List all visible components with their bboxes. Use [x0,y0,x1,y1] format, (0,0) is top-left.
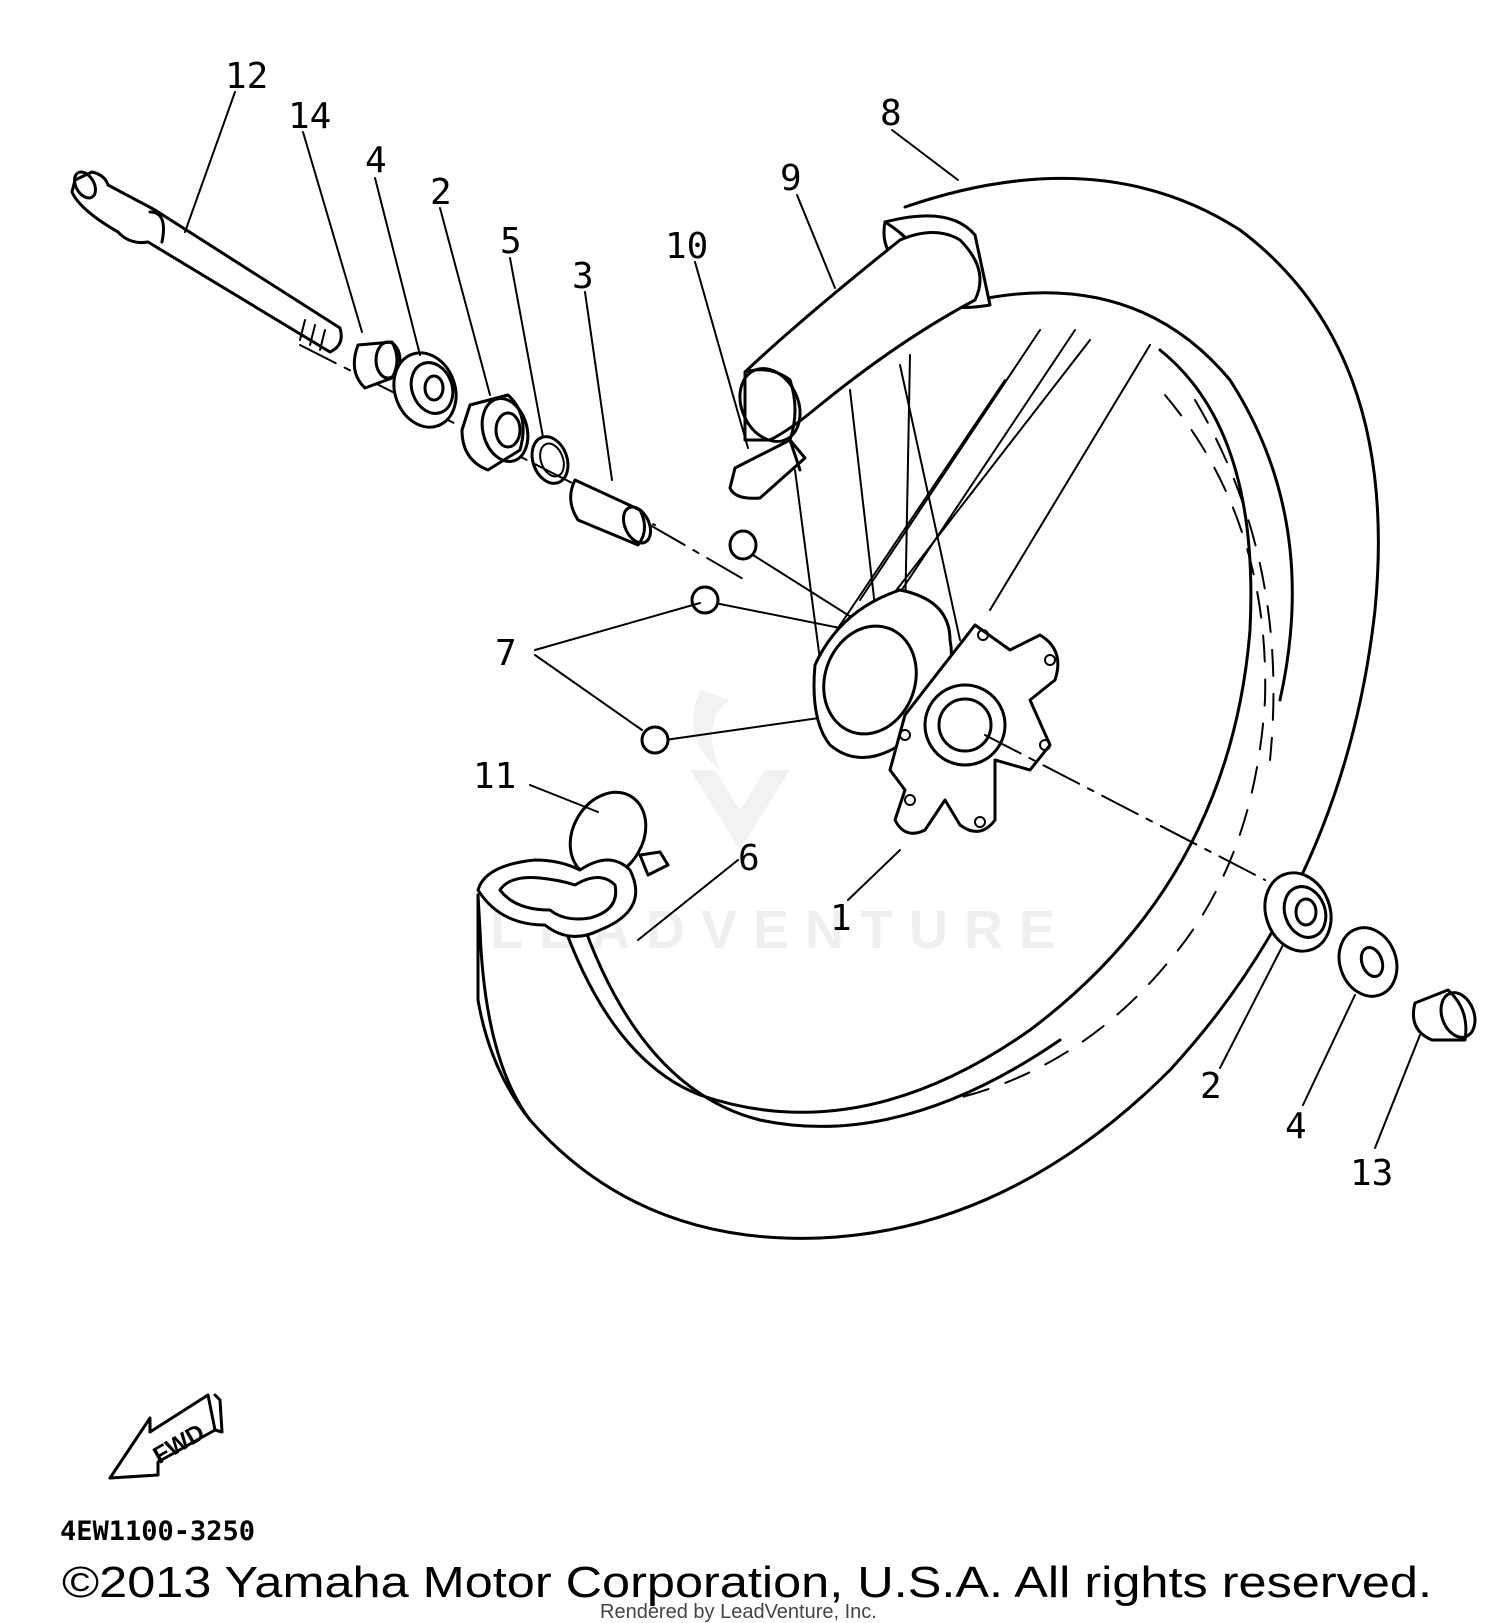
part-code: 4EW1100-3250 [60,1516,255,1547]
callout-4-left: 4 [365,140,387,181]
rendered-by-note: Rendered by LeadVenture, Inc. [600,1601,877,1623]
callout-12: 12 [225,56,268,97]
callout-7: 7 [495,633,517,674]
rim-band-dashes [949,394,1275,1101]
callout-2-right: 2 [1200,1066,1222,1107]
tube-part-9 [738,231,982,443]
bearing-part-2-right [1263,871,1333,953]
fwd-arrow-icon: FWD [108,1393,224,1480]
callout-10: 10 [665,226,708,267]
collar-part-13-right [1411,988,1477,1042]
rim-part-6 [476,858,638,1122]
callout-11: 11 [473,756,516,797]
callout-5: 5 [500,221,522,262]
spacer-part-3 [569,478,653,547]
hub-part-1 [812,588,1060,835]
axle-part-12 [70,170,343,354]
circlip-part-5 [530,435,570,485]
callout-14: 14 [288,96,331,137]
spokes-part-7 [640,329,1151,755]
oil-seal-part-4-left [392,351,458,429]
bearing-part-2-left [460,393,530,472]
callout-6: 6 [738,838,760,879]
collar-part-14 [352,340,402,390]
callout-13: 13 [1350,1153,1393,1194]
callout-1: 1 [830,898,852,939]
callout-2-left: 2 [430,172,452,213]
callout-labels: 12 14 4 2 5 3 10 9 8 7 11 6 1 2 4 13 [225,56,1393,1194]
callout-3: 3 [572,256,594,297]
callout-4-right: 4 [1285,1106,1307,1147]
callout-9: 9 [780,158,802,199]
valve-part-10 [728,438,807,500]
copyright-notice: ©2013 Yamaha Motor Corporation, U.S.A. A… [62,1558,1432,1607]
oil-seal-part-4-right [1337,926,1399,998]
callout-leaders [184,91,1421,1149]
callout-8: 8 [880,93,902,134]
